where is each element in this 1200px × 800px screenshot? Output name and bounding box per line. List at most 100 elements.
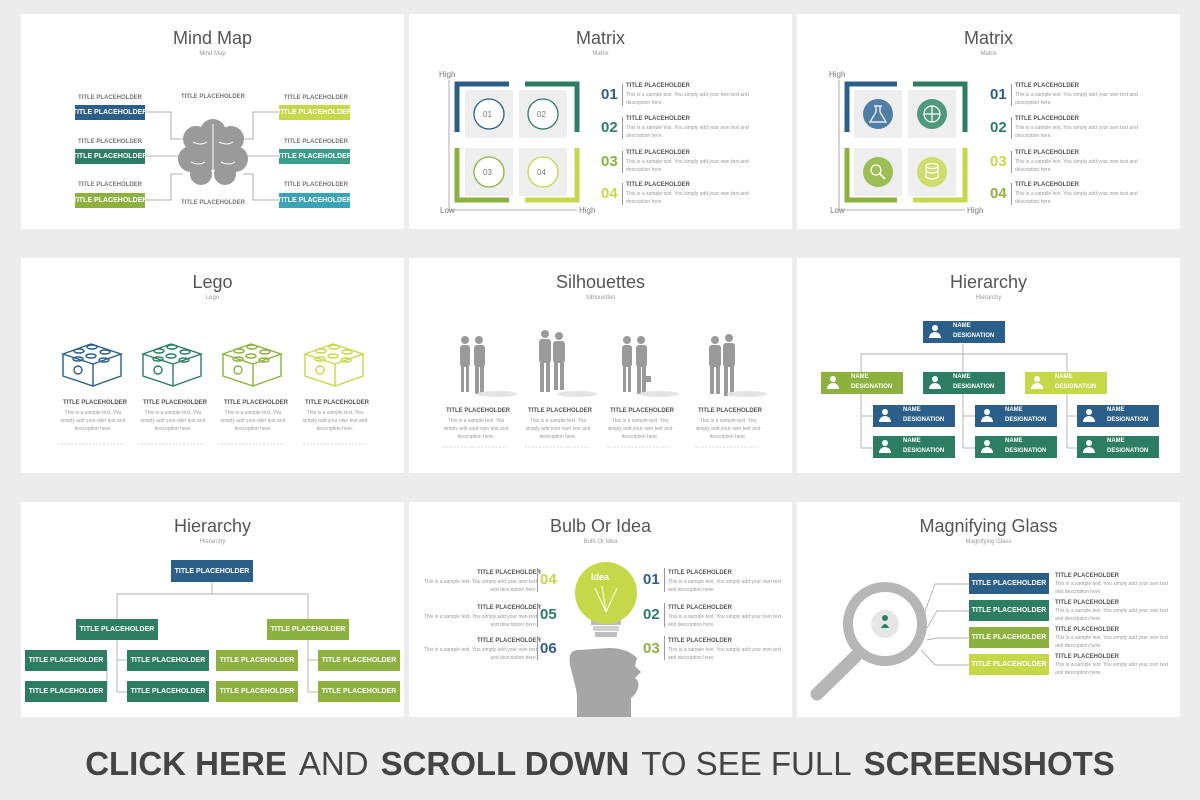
org-node: NAME DESIGNATION [1077,436,1159,458]
node-name: NAME [953,374,971,380]
org-node: TITLE PLACEHOLDER [127,681,209,702]
magnifier-icon [863,157,893,187]
item-title: TITLE PLACEHOLDER [626,182,690,188]
item-divider [1011,151,1012,173]
user-icon [981,440,993,453]
axis-high-x-label: High [967,206,984,215]
node-label: TITLE PLACEHOLDER [284,139,348,145]
user-icon [881,615,889,628]
item-title: TITLE PLACEHOLDER [668,570,732,576]
item-title: TITLE PLACEHOLDER [1055,654,1119,660]
item-text: This is a sample text. You simply add yo… [607,418,673,440]
people-silhouettes [443,330,767,448]
lego-brick-icon [302,343,366,387]
center-bottom-label: TITLE PLACEHOLDER [181,200,245,206]
brain-icon [178,119,248,185]
item-title: TITLE PLACEHOLDER [698,408,762,414]
user-icon [1031,376,1043,389]
slide-silhouettes[interactable]: Silhouettes Silhouettes [409,258,792,473]
node-designation: DESIGNATION [903,448,945,454]
item-title: TITLE PLACEHOLDER [668,605,732,611]
org-node: TITLE PLACEHOLDER [25,681,107,702]
slide-bulb-idea[interactable]: Bulb Or Idea Bulb Or Idea Idea TITLE PLA… [409,502,792,717]
node-designation: DESIGNATION [1107,448,1149,454]
lego-brick-icon [220,343,284,387]
item-number: 04 [540,571,557,588]
org-node: NAME DESIGNATION [975,436,1057,458]
item-number: 04 [990,185,1007,202]
item-title: TITLE PLACEHOLDER [446,408,510,414]
item-text: This is a sample text. You simply add yo… [443,418,509,440]
org-node: TITLE PLACEHOLDER [171,560,253,582]
item-text: This is a sample text. You simply add yo… [60,410,126,432]
slide-subtitle: Hierarchy [975,295,1002,301]
item-text: This is a sample text. You simply add yo… [695,418,761,440]
axis-high-label: High [829,70,846,79]
database-icon [917,157,947,187]
slide-title: Matrix [576,28,625,48]
org-node: TITLE PLACEHOLDER [267,619,349,640]
item-text: This is a sample text. You simply add yo… [1055,608,1169,622]
slide-subtitle: Hierarchy [199,539,226,545]
item-number: 03 [990,153,1007,170]
item-title: TITLE PLACEHOLDER [477,570,541,576]
banner-and: AND [298,745,369,782]
item-number: 02 [990,119,1007,136]
item-number: 01 [990,86,1007,103]
user-icon [827,376,839,389]
node-box: TITLE PLACEHOLDER [73,149,147,164]
slide-title: Matrix [964,28,1013,48]
item-text: This is a sample text. You simply add yo… [525,418,591,440]
item-title: TITLE PLACEHOLDER [1015,182,1079,188]
org-node: NAME DESIGNATION [975,405,1057,427]
node-label: TITLE PLACEHOLDER [284,95,348,101]
item-number: 01 [601,86,618,103]
item-title: TITLE PLACEHOLDER [610,408,674,414]
bulb-head-graphic [569,562,641,717]
item-title: TITLE PLACEHOLDER [477,605,541,611]
node-designation: DESIGNATION [1005,448,1047,454]
item-text: This is a sample text. You simply add yo… [423,647,537,661]
slide-lego[interactable]: Lego Lego TITLE PLACEHOLDER This is a sa… [21,258,404,473]
node-name: NAME [1107,438,1125,444]
item-divider [1011,117,1012,139]
org-node: NAME DESIGNATION [1077,405,1159,427]
item-title: TITLE PLACEHOLDER [1015,116,1079,122]
slide-hierarchy-names[interactable]: Hierarchy Hierarchy NAME DESIGNATION NAM… [797,258,1180,473]
banner-scroll-down: SCROLL DOWN [380,745,630,782]
cell-number: 01 [483,110,492,119]
item-text: This is a sample text. You simply add yo… [626,191,749,205]
user-icon [929,376,941,389]
item-box: TITLE PLACEHOLDER [969,573,1049,594]
node-box: TITLE PLACEHOLDER [73,105,147,120]
slide-subtitle: Matrix [592,51,609,57]
user-icon [879,409,891,422]
item-box: TITLE PLACEHOLDER [969,627,1049,648]
brain-connectors [145,111,279,201]
item-number: 02 [601,119,618,136]
slide-magnifying-glass[interactable]: Magnifying Glass Magnifying Glass TITLE … [797,502,1180,717]
slide-subtitle: Lego [205,295,220,301]
node-box: TITLE PLACEHOLDER [277,193,352,208]
org-node: NAME DESIGNATION [873,436,955,458]
banner-click-here[interactable]: CLICK HERE [85,745,287,782]
slide-matrix-icons[interactable]: Matrix Matrix High Low High 01 TITLE PLA… [797,14,1180,229]
item-divider [622,84,623,106]
slide-hierarchy-titles[interactable]: Hierarchy Hierarchy TITLE PLACEHOLDER TI… [21,502,404,717]
item-title: TITLE PLACEHOLDER [224,400,288,406]
slide-mind-map[interactable]: Mind Map Mind Map TITLE PLACEHOLDER TITL… [21,14,404,229]
item-divider [622,151,623,173]
slide-matrix-numbers[interactable]: Matrix Matrix High Low High 01 02 03 04 … [409,14,792,229]
org-node: TITLE PLACEHOLDER [318,681,400,702]
node-designation: DESIGNATION [1005,417,1047,423]
scroll-cta-banner[interactable]: CLICK HERE AND SCROLL DOWN TO SEE FULL S… [0,742,1200,786]
item-title: TITLE PLACEHOLDER [63,400,127,406]
person-pair-icon [622,336,651,394]
item-number: 02 [643,606,660,623]
item-title: TITLE PLACEHOLDER [528,408,592,414]
org-node: NAME DESIGNATION [873,405,955,427]
node-name: NAME [953,323,971,329]
item-text: This is a sample text. You simply add yo… [668,647,782,661]
item-title: TITLE PLACEHOLDER [143,400,207,406]
item-number: 01 [643,571,660,588]
